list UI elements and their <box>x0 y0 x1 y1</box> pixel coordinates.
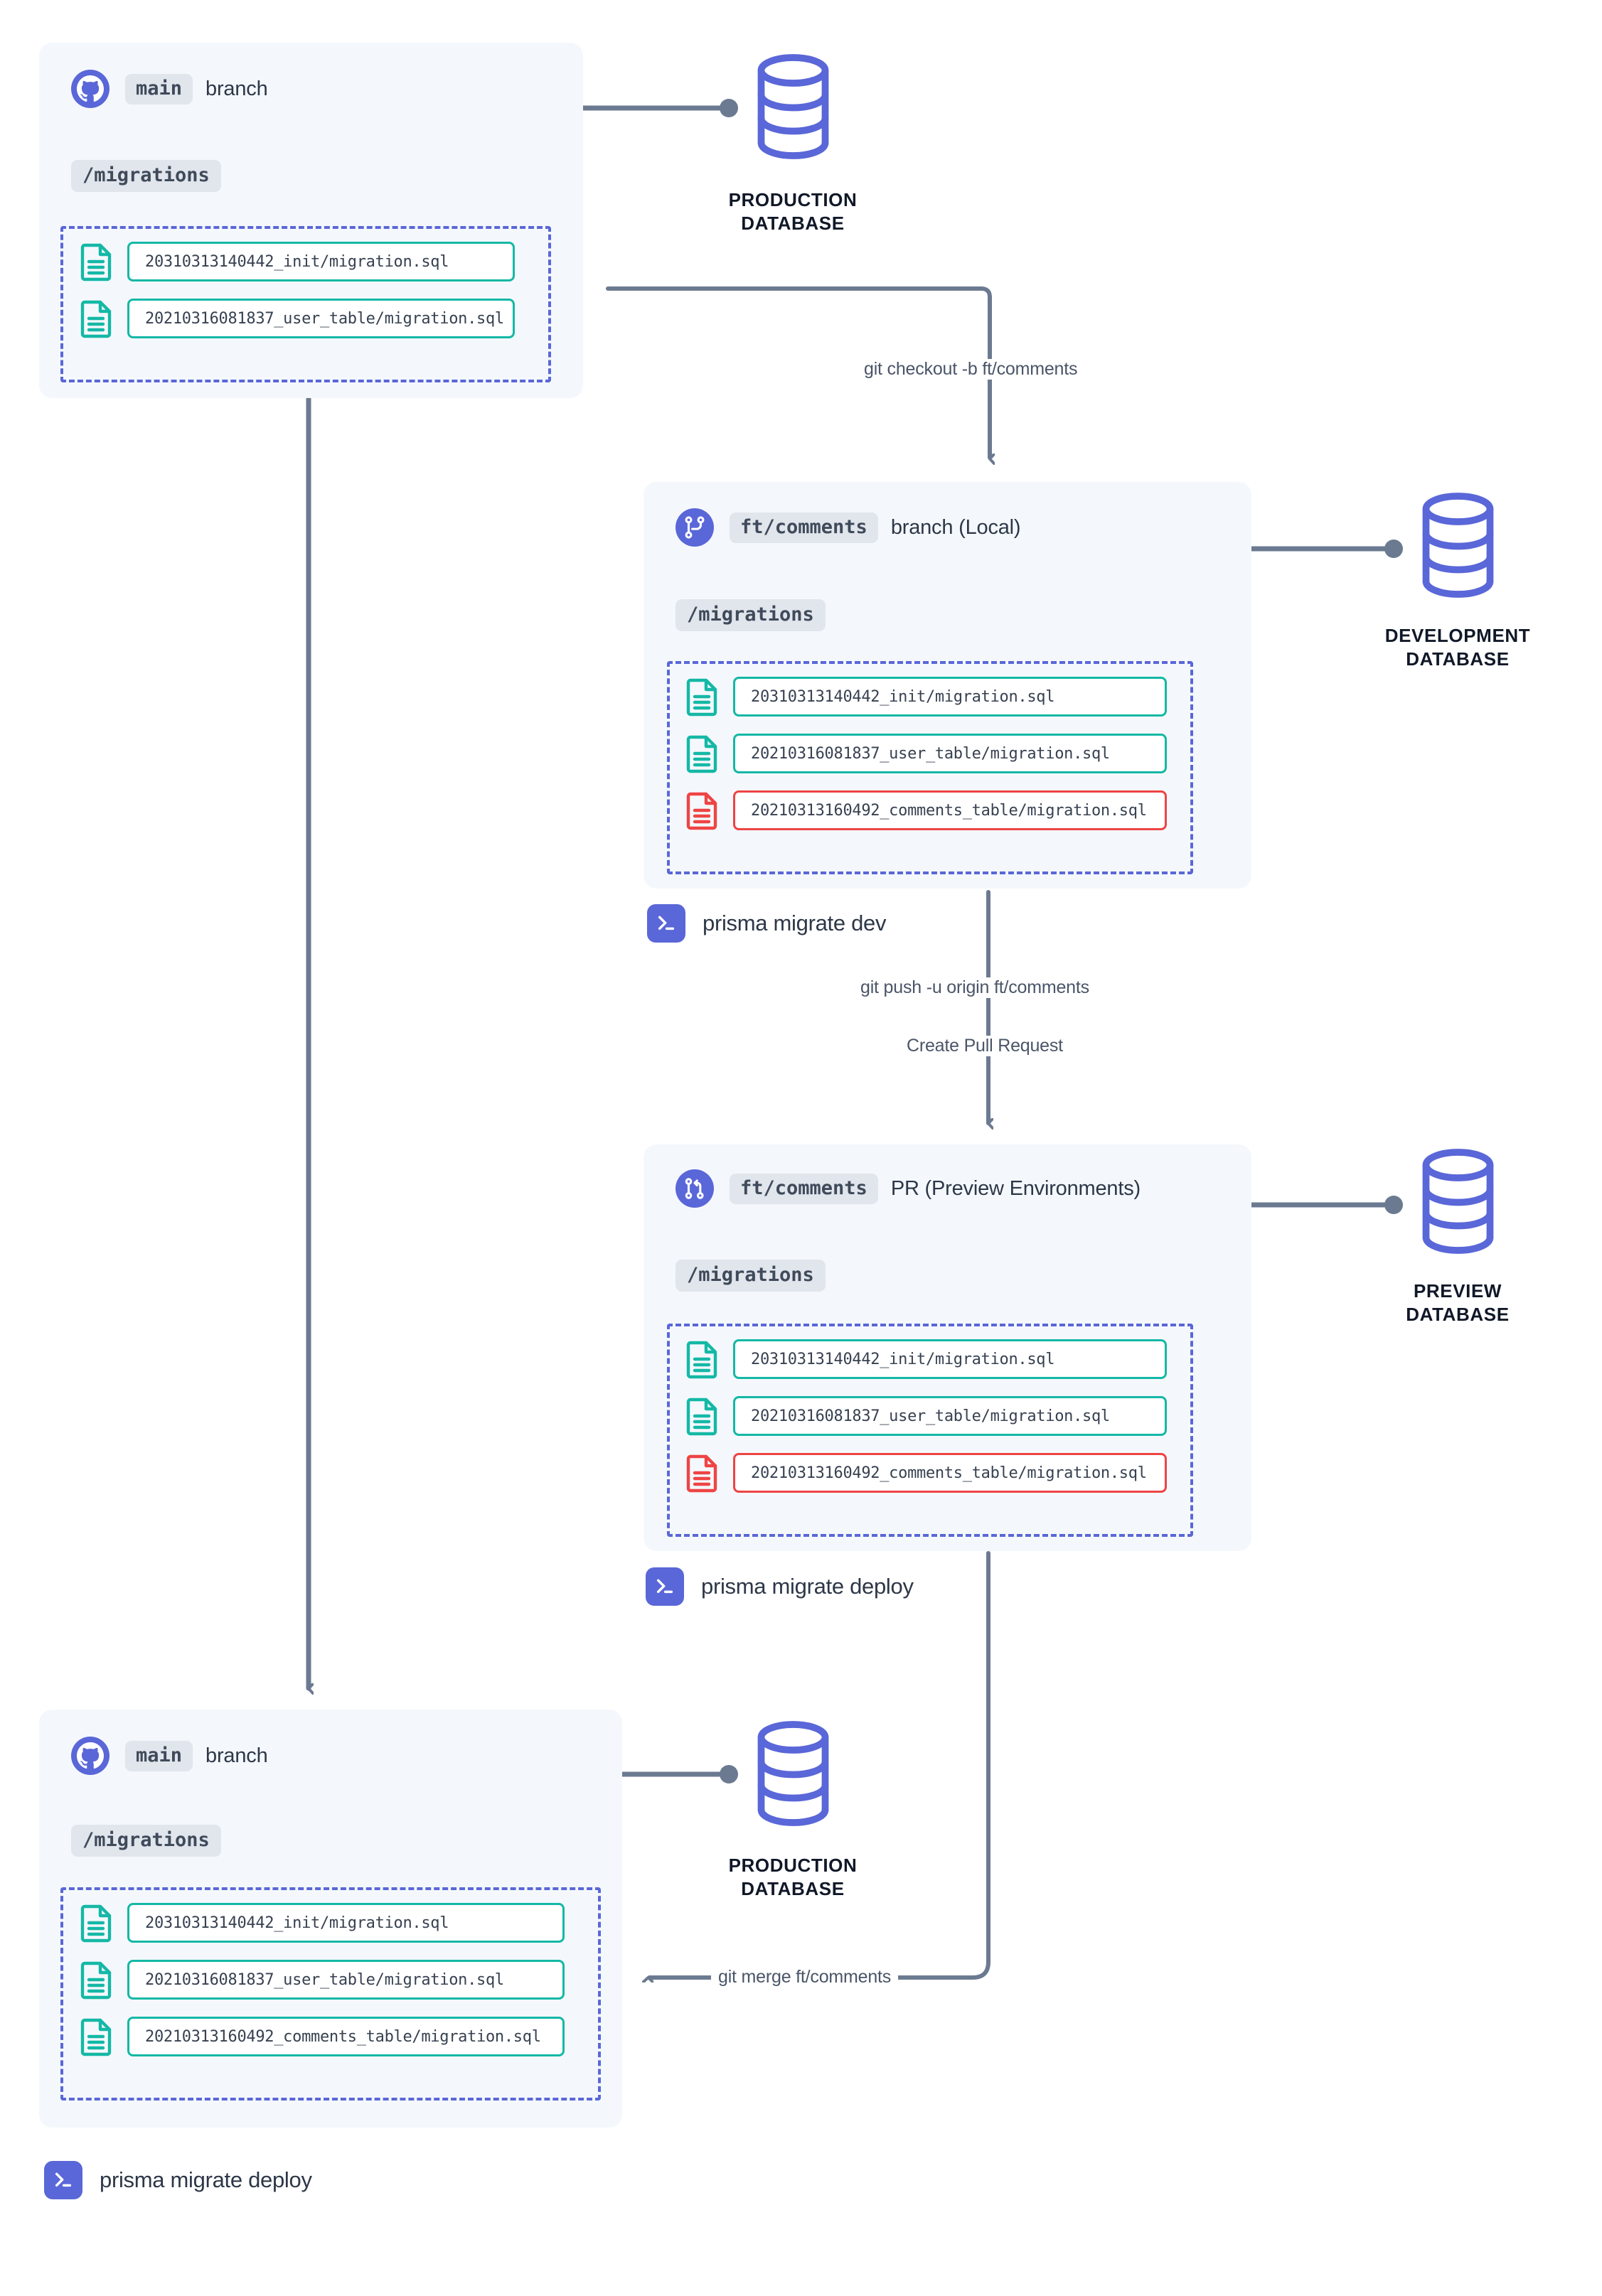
db-label-line1: PRODUCTION <box>728 189 858 210</box>
edge-label-text: git push -u origin ft/comments <box>860 977 1089 997</box>
file-row[interactable]: 20310313140442_init/migration.sql <box>686 677 1167 717</box>
migrations-dir-chip-main-bottom: /migrations <box>71 1825 221 1857</box>
branch-name-chip: main <box>125 73 193 104</box>
file-name-box: 20310313140442_init/migration.sql <box>733 677 1167 717</box>
command-prisma-migrate-dev[interactable]: prisma migrate dev <box>647 904 887 943</box>
command-prisma-migrate-deploy-main[interactable]: prisma migrate deploy <box>44 2161 312 2199</box>
file-name-box: 20210316081837_user_table/migration.sql <box>127 1960 565 2000</box>
branch-note: branch <box>205 1744 268 1767</box>
edge-label-git-push: git push -u origin ft/comments <box>853 977 1096 998</box>
edge-label-git-merge: git merge ft/comments <box>711 1967 899 1987</box>
file-icon <box>80 1903 114 1943</box>
preview-database-label: PREVIEW DATABASE <box>1344 1280 1571 1327</box>
migrations-dir-chip-feature-local: /migrations <box>675 599 826 631</box>
file-icon <box>686 734 720 773</box>
branch-note: branch (Local) <box>890 515 1021 539</box>
file-icon <box>686 1339 720 1379</box>
file-name-box: 20210313160492_comments_table/migration.… <box>127 2017 565 2056</box>
file-icon <box>80 1960 114 2000</box>
file-row-new[interactable]: 20210313160492_comments_table/migration.… <box>686 790 1167 830</box>
development-database-icon <box>1421 492 1495 602</box>
pr-note: PR (Preview Environments) <box>890 1176 1141 1200</box>
edge-label-text: git merge ft/comments <box>718 1967 892 1987</box>
terminal-icon <box>646 1567 684 1606</box>
main-bottom-header: main branch <box>71 1737 268 1775</box>
file-name-box: 20310313140442_init/migration.sql <box>127 242 515 281</box>
db-label-line2: DATABASE <box>1406 648 1510 670</box>
branch-name-chip: ft/comments <box>730 1173 878 1204</box>
feature-local-header: ft/comments branch (Local) <box>675 508 1021 547</box>
file-row[interactable]: 20310313140442_init/migration.sql <box>686 1339 1167 1379</box>
migrations-dashed-box-main-top <box>60 226 551 382</box>
command-label: prisma migrate dev <box>703 911 887 935</box>
command-prisma-migrate-deploy-pr[interactable]: prisma migrate deploy <box>646 1567 914 1606</box>
file-row-new[interactable]: 20210313160492_comments_table/migration.… <box>686 1453 1167 1493</box>
file-name-box: 20210313160492_comments_table/migration.… <box>733 1453 1167 1493</box>
file-icon <box>80 2017 114 2056</box>
file-icon-new <box>686 790 720 830</box>
development-database-label: DEVELOPMENT DATABASE <box>1344 624 1571 672</box>
command-label: prisma migrate deploy <box>100 2167 312 2192</box>
edge-label-text: git checkout -b ft/comments <box>864 359 1078 379</box>
file-row[interactable]: 20210316081837_user_table/migration.sql <box>80 299 515 338</box>
file-row[interactable]: 20210316081837_user_table/migration.sql <box>686 1396 1167 1436</box>
edge-label-git-checkout: git checkout -b ft/comments <box>857 359 1085 380</box>
github-icon <box>71 70 110 108</box>
production-database-bottom-label: PRODUCTION DATABASE <box>679 1854 907 1901</box>
db-label-line1: PRODUCTION <box>728 1855 858 1876</box>
production-database-bottom-icon <box>756 1720 831 1830</box>
file-row[interactable]: 20310313140442_init/migration.sql <box>80 242 515 281</box>
file-icon-new <box>686 1453 720 1493</box>
preview-database-icon <box>1421 1148 1495 1258</box>
migrations-dir-chip-main-top: /migrations <box>71 160 221 192</box>
file-row[interactable]: 20210316081837_user_table/migration.sql <box>686 734 1167 773</box>
terminal-icon <box>44 2161 82 2199</box>
file-row[interactable]: 20310313140442_init/migration.sql <box>80 1903 565 1943</box>
file-name-box: 20310313140442_init/migration.sql <box>733 1339 1167 1379</box>
db-label-line2: DATABASE <box>741 1878 845 1900</box>
file-icon <box>80 299 114 338</box>
file-name-box: 20310313140442_init/migration.sql <box>127 1903 565 1943</box>
edge-label-text: Create Pull Request <box>907 1036 1063 1056</box>
git-branch-icon <box>675 508 714 547</box>
branch-note: branch <box>205 77 268 100</box>
file-name-box: 20210316081837_user_table/migration.sql <box>733 734 1167 773</box>
terminal-icon <box>647 904 685 943</box>
migrations-dir-chip-feature-pr: /migrations <box>675 1260 826 1292</box>
git-pull-request-icon <box>675 1169 714 1208</box>
migrations-dashed-box-feature-local <box>667 661 1193 874</box>
command-label: prisma migrate deploy <box>701 1574 914 1599</box>
feature-pr-header: ft/comments PR (Preview Environments) <box>675 1169 1141 1208</box>
file-icon <box>80 242 114 281</box>
file-name-box: 20210313160492_comments_table/migration.… <box>733 790 1167 830</box>
migrations-dashed-box-feature-pr <box>667 1324 1193 1537</box>
edge-label-create-pull-request: Create Pull Request <box>899 1036 1070 1056</box>
file-icon <box>686 677 720 717</box>
main-top-header: main branch <box>71 70 268 108</box>
file-row[interactable]: 20210313160492_comments_table/migration.… <box>80 2017 565 2056</box>
production-database-top-label: PRODUCTION DATABASE <box>679 188 907 236</box>
db-label-line1: DEVELOPMENT <box>1384 625 1531 646</box>
migrations-dashed-box-main-bottom <box>60 1887 601 2101</box>
file-name-box: 20210316081837_user_table/migration.sql <box>127 299 515 338</box>
branch-name-chip: main <box>125 1740 193 1771</box>
production-database-top-icon <box>756 53 831 163</box>
file-name-box: 20210316081837_user_table/migration.sql <box>733 1396 1167 1436</box>
db-label-line2: DATABASE <box>1406 1304 1510 1326</box>
github-icon <box>71 1737 110 1775</box>
file-row[interactable]: 20210316081837_user_table/migration.sql <box>80 1960 565 2000</box>
db-label-line2: DATABASE <box>741 213 845 235</box>
file-icon <box>686 1396 720 1436</box>
db-label-line1: PREVIEW <box>1413 1280 1502 1302</box>
branch-name-chip: ft/comments <box>730 512 878 543</box>
